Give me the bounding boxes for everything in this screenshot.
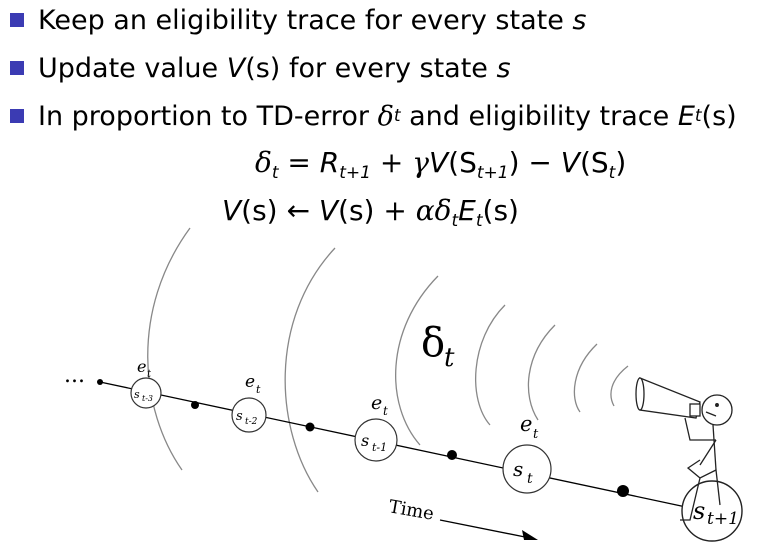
- transition-dot: [191, 401, 199, 409]
- td-error-label: δ t: [421, 320, 455, 373]
- state-sub: t+1: [707, 509, 739, 529]
- eq-paren: ): [615, 146, 627, 179]
- trace-sub: t: [256, 383, 261, 396]
- td-error-equation: δt = Rt+1 + γV(St+1) − V(St): [255, 146, 626, 183]
- eq-value: V: [222, 194, 242, 227]
- trace-label: e: [371, 392, 382, 414]
- wave-arc: [610, 365, 629, 407]
- eq-state: (S: [448, 146, 477, 179]
- eq-state: (S: [579, 146, 609, 179]
- eq-plus-gamma: + γ: [371, 146, 429, 179]
- bullet-var-arg: (s): [245, 52, 281, 84]
- eq-sub: t: [608, 163, 616, 183]
- state-label: s: [693, 497, 705, 525]
- eq-minus: −: [519, 146, 561, 179]
- delta-symbol: δ: [377, 100, 394, 132]
- eq-arg: (s): [338, 194, 375, 227]
- state-label: s: [513, 457, 523, 481]
- state-t-1: s t-1 e t: [354, 392, 398, 462]
- bullet-var: s: [572, 4, 587, 36]
- eq-value: V: [429, 146, 449, 179]
- state-sub: t-2: [245, 417, 258, 427]
- delta-label-sub: t: [444, 343, 455, 373]
- wave-arc: [573, 343, 598, 413]
- transition-dot: [447, 450, 457, 460]
- trace-sub: t: [383, 404, 388, 418]
- transition-dots: [97, 379, 629, 497]
- bullet-item-update: Update value V(s) for every state s: [10, 50, 511, 86]
- bullet-square-icon: [10, 109, 24, 123]
- bullet-var: V: [226, 52, 246, 84]
- eq-sub: t: [475, 211, 483, 231]
- eq-value: V: [560, 146, 580, 179]
- wave-arc: [475, 304, 506, 426]
- eq-trace: E: [458, 194, 476, 227]
- trajectory-ellipsis: ...: [64, 363, 85, 388]
- eq-sub: t+1: [339, 163, 371, 183]
- eq-sub: t: [271, 163, 279, 183]
- state-label: s: [236, 409, 243, 424]
- trace-subscript: t: [694, 106, 702, 126]
- transition-dot: [97, 379, 103, 385]
- value-update-equation: V(s) ← V(s) + αδtEt(s): [222, 194, 519, 231]
- state-t+1: s t+1: [681, 480, 743, 542]
- state-label: s: [361, 431, 369, 450]
- wave-arc: [284, 247, 336, 493]
- time-arrow-head-icon: [522, 530, 538, 540]
- bullet-text: and eligibility trace: [409, 100, 670, 132]
- eq-value: V: [318, 194, 339, 227]
- state-t-3: s t-3 e t: [130, 357, 162, 409]
- eq-delta: δ: [255, 146, 272, 179]
- bullet-text: Update value: [38, 52, 219, 84]
- bullet-var: s: [496, 52, 511, 84]
- trace-arg: (s): [701, 100, 737, 132]
- trace-label: e: [137, 357, 146, 376]
- time-axis: Time: [387, 496, 538, 540]
- delta-subscript: t: [393, 106, 401, 126]
- wave-arc: [395, 275, 439, 446]
- state-sub: t-3: [142, 394, 153, 403]
- bullet-text: Keep an eligibility trace for every stat…: [38, 4, 564, 36]
- bullet-item-eligibility: Keep an eligibility trace for every stat…: [10, 2, 587, 38]
- transition-dot: [305, 422, 315, 432]
- trace-sub: t: [533, 427, 539, 442]
- wave-arc: [147, 227, 191, 471]
- trace-label: e: [245, 372, 255, 392]
- eq-arg: (s): [241, 194, 278, 227]
- trajectory-line: [99, 381, 701, 511]
- eq-reward: R: [319, 146, 340, 179]
- eq-equals: =: [278, 146, 320, 179]
- state-t: s t e t: [502, 412, 552, 494]
- delta-label: δ: [421, 320, 445, 366]
- eq-plus-alpha-delta: + αδ: [374, 194, 452, 227]
- wave-arc: [527, 324, 556, 421]
- eq-paren: ): [508, 146, 520, 179]
- eq-arg: (s): [482, 194, 519, 227]
- state-sub: t-1: [372, 441, 387, 454]
- state-t-2: s t-2 e t: [231, 372, 267, 433]
- state-sub: t: [527, 471, 533, 487]
- bullet-square-icon: [10, 13, 24, 27]
- eq-sub: t: [451, 211, 459, 231]
- time-arrow-line: [439, 519, 531, 539]
- bullet-square-icon: [10, 61, 24, 75]
- time-label: Time: [387, 496, 435, 525]
- trace-label: e: [520, 412, 532, 436]
- eq-arrow: ←: [277, 194, 319, 227]
- state-label: s: [134, 388, 140, 401]
- bullet-text: for every state: [288, 52, 488, 84]
- transition-dot: [617, 485, 629, 497]
- megaphone-person-icon: [635, 377, 733, 521]
- trace-symbol: E: [677, 100, 695, 132]
- bullet-text: In proportion to TD-error: [38, 100, 369, 132]
- trace-sub: t: [147, 369, 152, 380]
- broadcast-waves: [147, 227, 629, 493]
- eq-sub: t+1: [476, 163, 509, 183]
